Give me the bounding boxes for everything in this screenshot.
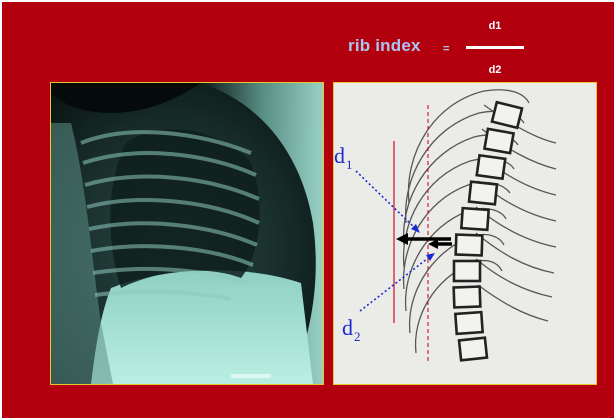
xray-graphic bbox=[51, 83, 323, 384]
diagram-graphic: d 1 d 2 bbox=[334, 83, 596, 384]
rib-index-formula: rib index = d1 d2 bbox=[0, 0, 616, 80]
formula-label: rib index bbox=[348, 36, 421, 56]
d2-subscript: 2 bbox=[354, 329, 361, 344]
chest-xray-image bbox=[50, 82, 324, 385]
d1-label: d bbox=[334, 143, 345, 168]
formula-numerator: d1 bbox=[465, 20, 525, 32]
d2-label: d bbox=[342, 315, 353, 340]
rib-diagram-image: d 1 d 2 bbox=[333, 82, 597, 385]
fraction-bar bbox=[466, 46, 524, 49]
d1-subscript: 1 bbox=[346, 157, 353, 172]
formula-equals: = bbox=[443, 43, 449, 55]
formula-denominator: d2 bbox=[465, 64, 525, 76]
